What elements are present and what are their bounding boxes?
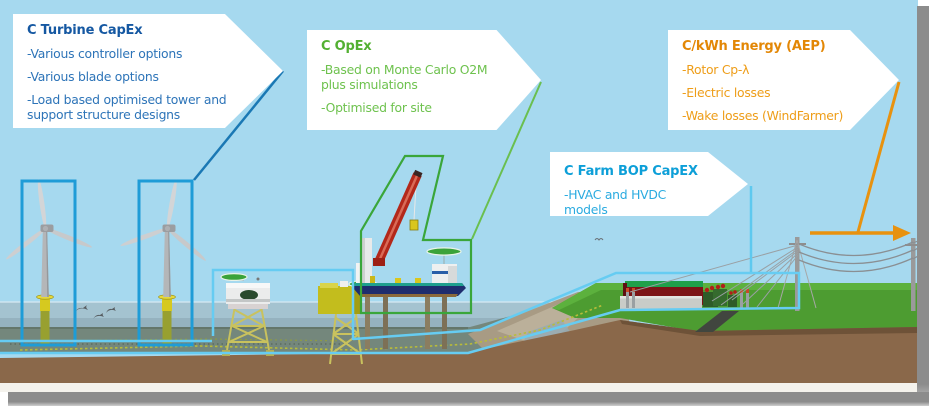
vessel-superstructure: [426, 247, 462, 283]
transformers: [703, 283, 737, 307]
vessel-legs: [365, 283, 447, 349]
opex-region-outline: [359, 154, 473, 315]
callout-item: -Based on Monte Carlo O2M plus simulatio…: [321, 62, 488, 93]
turbine-highlight-box: [20, 179, 77, 347]
wind-turbine: [6, 178, 92, 346]
callout-item: -Various controller options: [27, 46, 183, 61]
callout-title: C Farm BOP CapEX: [564, 164, 698, 179]
callout-title: C Turbine CapEx: [27, 23, 143, 38]
bird: [594, 238, 604, 241]
soil: [0, 320, 918, 392]
callout-opex: C OpEx -Based on Monte Carlo O2M plus si…: [307, 30, 541, 130]
energy-flow-arrow: [810, 81, 911, 241]
slide-background: C Turbine CapEx -Various controller opti…: [0, 0, 918, 392]
callout-item: -Various blade options: [27, 69, 159, 85]
callout-item: -Load based optimised tower and support …: [27, 92, 227, 123]
wind-turbine: [120, 179, 206, 346]
offshore-substation-white: [220, 273, 274, 356]
callout-energy-aep: C/kWh Energy (AEP) -Rotor Cp-λ -Electric…: [668, 30, 899, 130]
callout-title: C OpEx: [321, 39, 372, 54]
callout-item: -Rotor Cp-λ: [682, 62, 750, 77]
dolphins: [75, 305, 116, 319]
jackup-vessel: [353, 169, 466, 349]
callout-item: -Electric losses: [682, 85, 771, 101]
connector-line: [193, 70, 284, 181]
callout-turbine-capex: C Turbine CapEx -Various controller opti…: [13, 14, 283, 128]
callout-item: -Wake losses (WindFarmer): [682, 108, 844, 124]
slide-drop-shadow: [917, 6, 929, 400]
vessel-hull: [353, 283, 466, 297]
callout-farm-bop-capex: C Farm BOP CapEX -HVAC and HVDC models: [550, 152, 748, 216]
bop-corridor-outline: [0, 186, 801, 355]
connector-line: [471, 81, 542, 240]
callout-title: C/kWh Energy (AEP): [682, 39, 826, 54]
access-road: [695, 311, 739, 332]
callout-item: -HVAC and HVDC models: [564, 187, 667, 218]
slide-drop-shadow: [8, 392, 929, 406]
turbine-highlight-box: [137, 179, 194, 347]
crane: [373, 169, 423, 266]
callout-item: -Optimised for site: [321, 100, 432, 116]
onshore-substation: [620, 281, 749, 332]
